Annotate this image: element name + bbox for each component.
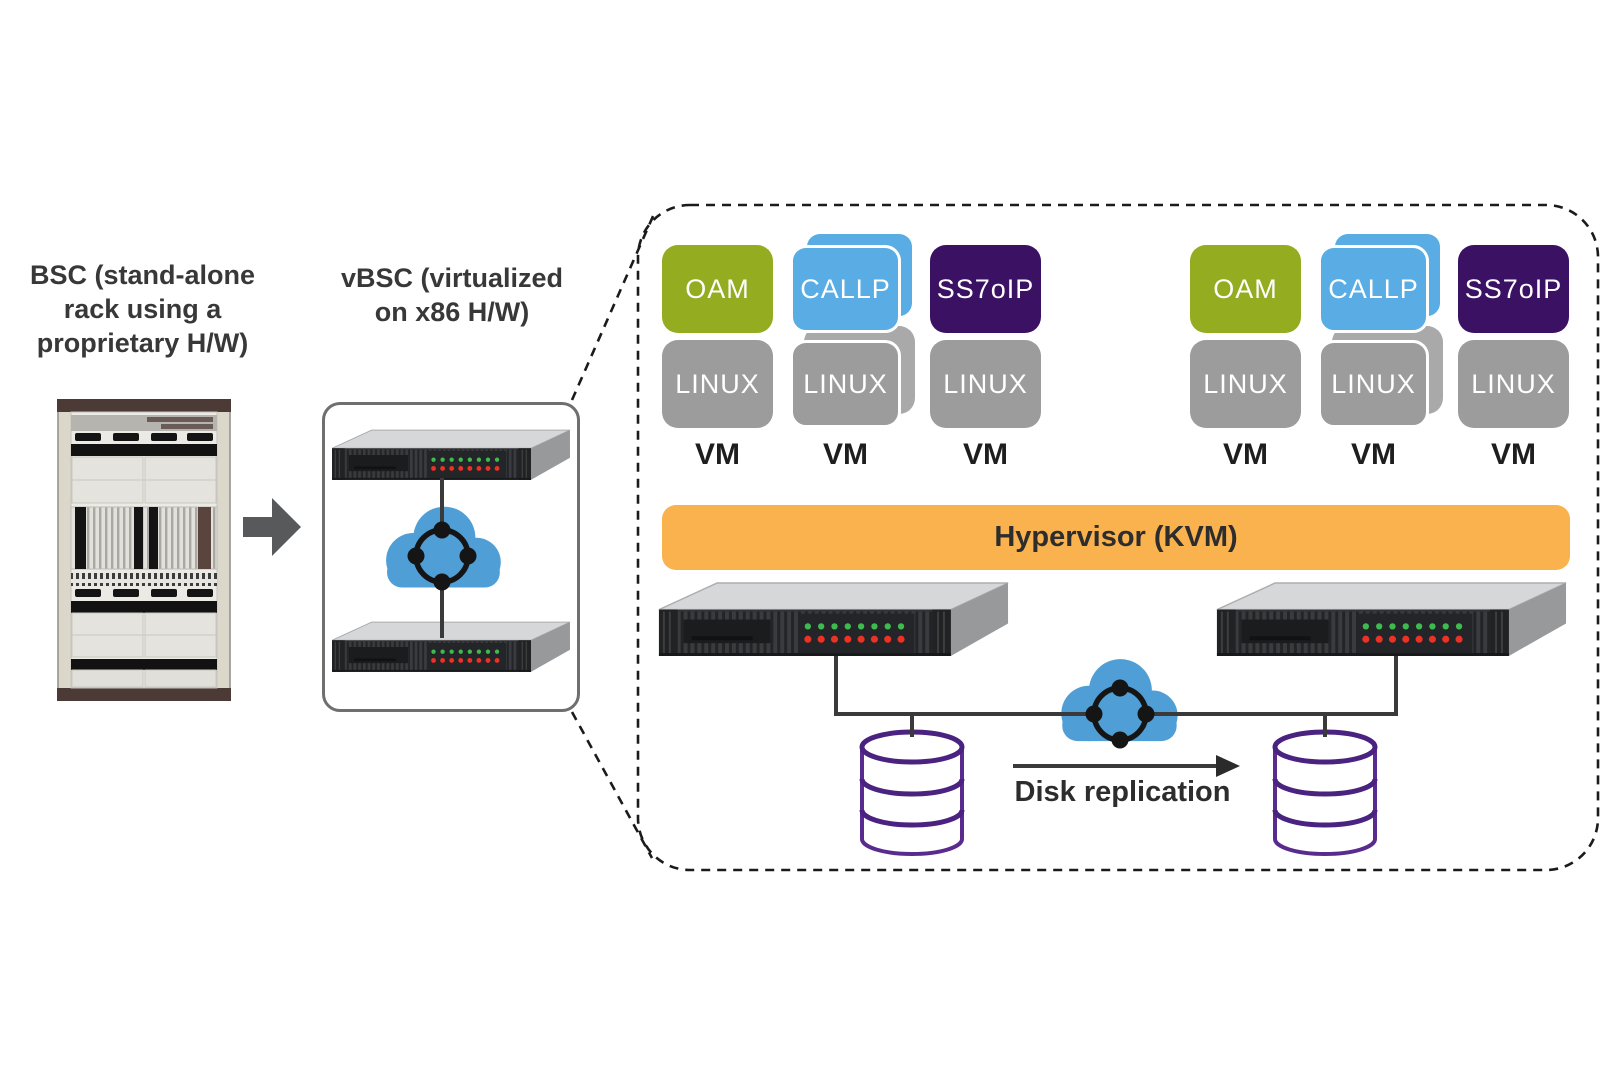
bsc-title-line3: proprietary H/W) — [36, 328, 249, 358]
bsc-title: BSC (stand-alone rack using a proprietar… — [4, 258, 281, 360]
vm-label-2: VM — [823, 438, 868, 471]
bsc-title-line2: rack using a — [63, 294, 222, 324]
oam-linux-box-2: LINUX — [1190, 340, 1301, 428]
vbsc-server-bottom-icon — [331, 621, 571, 673]
x86-server-right-icon — [1215, 582, 1568, 657]
vm-label-3: VM — [963, 438, 1008, 471]
vbsc-title: vBSC (virtualized on x86 H/W) — [312, 261, 592, 329]
x86-server-left-icon — [657, 582, 1010, 657]
right-arrow-icon — [243, 498, 301, 556]
vm-label-5: VM — [1351, 438, 1396, 471]
ss7oip-linux-box-2: LINUX — [1458, 340, 1569, 428]
callp-linux-box-1: LINUX — [790, 340, 901, 428]
callout-line-bottom — [570, 711, 654, 859]
vbsc-server-top-icon — [331, 429, 571, 481]
disk-replication-label: Disk replication — [1014, 776, 1231, 808]
network-nodes-icon-bottom — [1080, 674, 1160, 754]
proprietary-rack-icon — [57, 399, 231, 701]
vm-label-4: VM — [1223, 438, 1268, 471]
ss7oip-vm-box-1: SS7oIP — [930, 245, 1041, 333]
oam-vm-box-2: OAM — [1190, 245, 1301, 333]
vm-label-6: VM — [1491, 438, 1536, 471]
disk-database-right-icon — [1268, 725, 1382, 859]
hypervisor-bar: Hypervisor (KVM) — [662, 505, 1570, 570]
vbsc-title-line2: on x86 H/W) — [374, 297, 530, 327]
bsc-title-line1: BSC (stand-alone — [29, 260, 256, 290]
vm-label-1: VM — [695, 438, 740, 471]
vbsc-title-line1: vBSC (virtualized — [340, 263, 564, 293]
oam-vm-box-1: OAM — [662, 245, 773, 333]
replication-arrow-head — [1216, 755, 1240, 777]
ss7oip-vm-box-2: SS7oIP — [1458, 245, 1569, 333]
disk-database-left-icon — [855, 725, 969, 859]
callp-vm-box-2: CALLP — [1318, 245, 1429, 333]
network-nodes-icon-middle — [402, 516, 482, 596]
callp-vm-box-1: CALLP — [790, 245, 901, 333]
callp-linux-box-2: LINUX — [1318, 340, 1429, 428]
ss7oip-linux-box-1: LINUX — [930, 340, 1041, 428]
oam-linux-box-1: LINUX — [662, 340, 773, 428]
